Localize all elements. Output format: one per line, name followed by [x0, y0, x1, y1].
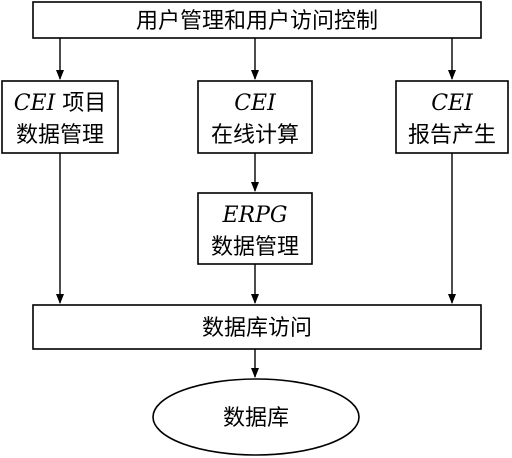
node-database-access-box — [32, 304, 482, 350]
node-user-access-control-label: 用户管理和用户访问控制 — [136, 9, 378, 34]
node-cei-calc-line2: 在线计算 — [211, 123, 299, 148]
node-cei-project-line2: 数据管理 — [16, 123, 104, 148]
node-database-label: 数据库 — [223, 406, 289, 431]
node-cei-report-line2: 报告产生 — [408, 123, 496, 148]
node-cei-project-line1-text: 项目 — [55, 91, 106, 116]
node-cei-online-calculation: CEI 在线计算 — [197, 80, 313, 154]
node-database-ellipse — [152, 378, 360, 456]
node-database-access-label: 数据库访问 — [202, 316, 312, 341]
node-user-access-control: 用户管理和用户访问控制 — [32, 1, 482, 39]
node-cei-project-data-management: CEI 项目 数据管理 — [1, 80, 119, 154]
node-erpg-line1: ERPG — [221, 203, 287, 228]
node-cei-project-italic: CEI — [14, 91, 57, 116]
node-erpg-line2: 数据管理 — [211, 235, 299, 260]
node-cei-calc-box — [197, 80, 313, 154]
node-cei-report-generation: CEI 报告产生 — [395, 80, 509, 154]
edges — [56, 38, 456, 378]
node-erpg-data-management: ERPG 数据管理 — [197, 192, 313, 265]
node-user-access-control-box — [32, 1, 482, 39]
node-cei-calc-line1: CEI — [234, 91, 277, 116]
node-cei-project-line1: CEI 项目 — [14, 91, 107, 116]
node-cei-report-box — [395, 80, 509, 154]
node-erpg-box — [197, 192, 313, 265]
node-cei-report-line1: CEI — [431, 91, 474, 116]
node-database: 数据库 — [152, 378, 360, 456]
node-cei-project-box — [1, 80, 119, 154]
node-database-access: 数据库访问 — [32, 304, 482, 350]
